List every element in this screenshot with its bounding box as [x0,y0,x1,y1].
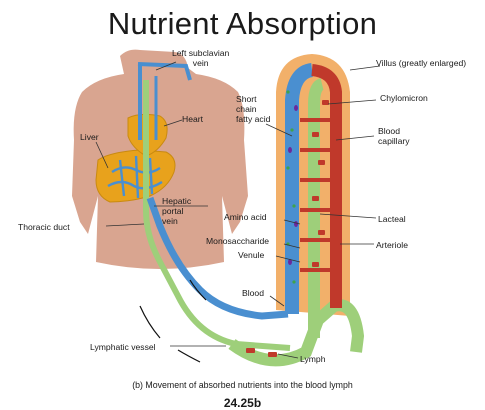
label-lymphatic-vessel: Lymphatic vessel [90,342,156,352]
label-short-chain-fatty-acid: Short chain fatty acid [236,94,271,124]
label-lymph: Lymph [300,354,326,364]
figure-caption: (b) Movement of absorbed nutrients into … [132,380,353,390]
label-amino-acid: Amino acid [224,212,267,222]
label-left-subclavian-vein: Left subclavian vein [172,48,230,68]
page-title: Nutrient Absorption [107,6,378,41]
label-monosaccharide: Monosaccharide [206,236,270,246]
thoracic-duct [143,80,291,351]
label-hepatic-portal-vein: Hepatic portal vein [162,196,192,226]
label-blood: Blood [242,288,264,298]
label-chylomicron: Chylomicron [380,93,428,103]
figure-number: 24.25b [223,396,262,410]
label-heart: Heart [182,114,204,124]
label-liver: Liver [80,132,99,142]
label-lacteal: Lacteal [378,214,406,224]
label-venule: Venule [238,250,265,260]
label-arteriole: Arteriole [376,240,408,250]
label-thoracic-duct: Thoracic duct [18,222,70,232]
hepatic-portal-vein [146,196,289,320]
label-blood-capillary: Blood capillary [378,126,410,146]
label-villus: Villus (greatly enlarged) [376,58,467,68]
